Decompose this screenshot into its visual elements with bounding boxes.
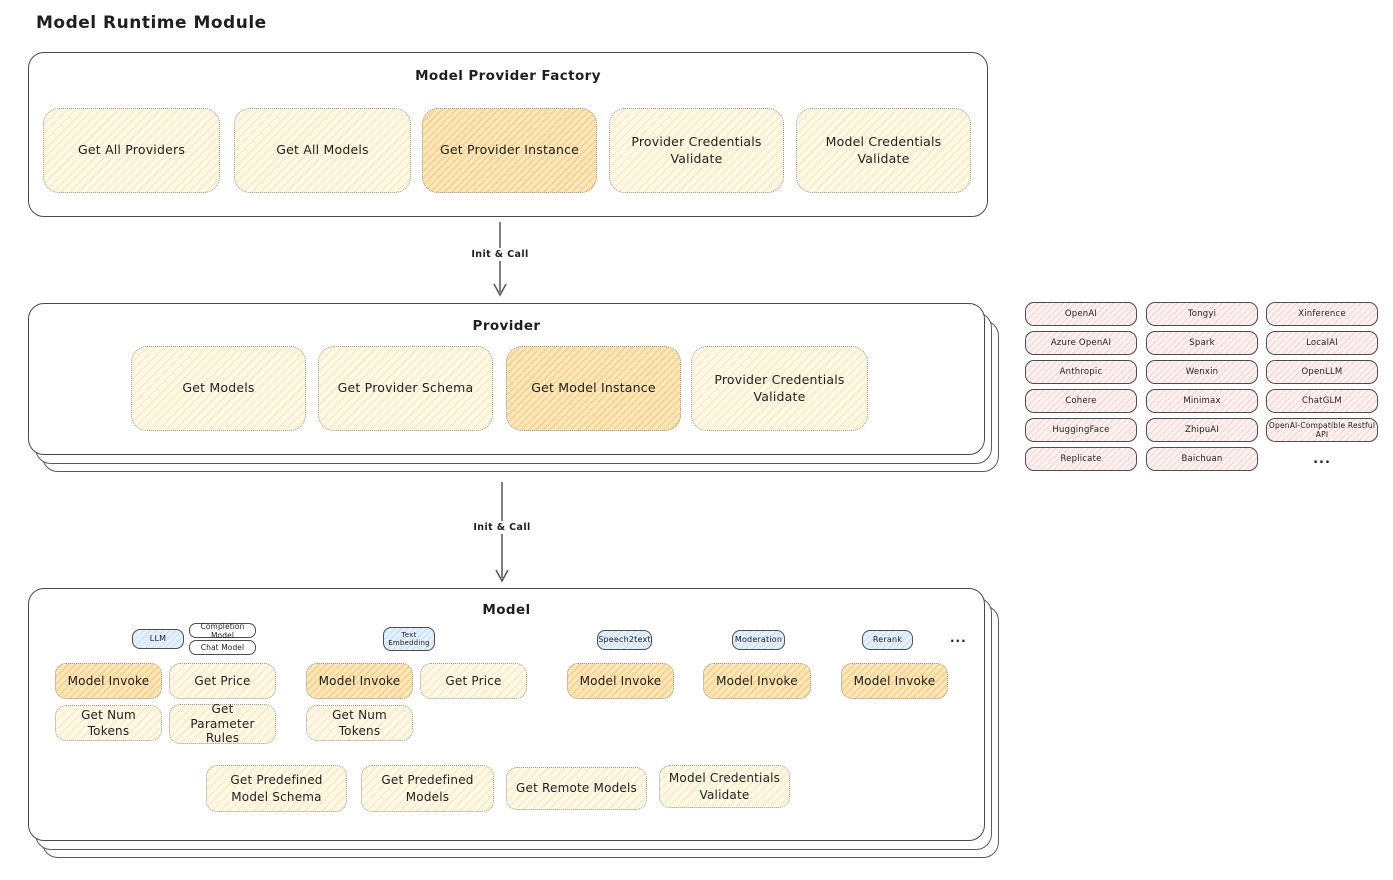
init-call-arrow-2: Init & Call [468,482,536,584]
provider-chip-xinference[interactable]: Xinference [1266,302,1378,326]
get-predefined-models-button[interactable]: Get Predefined Models [361,765,494,812]
provider-chip-anthropic[interactable]: Anthropic [1025,360,1137,384]
provider-box: Provider Get Models Get Provider Schema … [28,303,999,472]
provider-chip-zhipuai[interactable]: ZhipuAI [1146,418,1258,442]
tab-completion-model[interactable]: Completion Model [189,622,256,640]
get-predefined-model-schema-button[interactable]: Get Predefined Model Schema [206,765,347,812]
text-embedding-get-price-button[interactable]: Get Price [420,663,527,699]
llm-get-num-tokens-button[interactable]: Get Num Tokens [55,705,162,741]
provider-chip-localai[interactable]: LocalAI [1266,331,1378,355]
tab-rerank[interactable]: Rerank [862,630,913,650]
rerank-model-invoke-button[interactable]: Model Invoke [841,663,948,699]
provider-chip-cohere[interactable]: Cohere [1025,389,1137,413]
model-credentials-validate-button[interactable]: Model Credentials Validate [796,108,971,193]
get-provider-instance-button[interactable]: Get Provider Instance [422,108,597,193]
init-call-label-1: Init & Call [466,248,534,261]
llm-get-parameter-rules-button[interactable]: Get Parameter Rules [169,702,276,745]
provider-chip-tongyi[interactable]: Tongyi [1146,302,1258,326]
init-call-arrow-1: Init & Call [466,222,534,298]
get-models-button[interactable]: Get Models [131,346,306,431]
tab-chat-model[interactable]: Chat Model [189,640,256,655]
model-title: Model [482,602,531,618]
provider-chip-openllm[interactable]: OpenLLM [1266,360,1378,384]
get-provider-schema-button[interactable]: Get Provider Schema [318,346,493,431]
get-model-instance-button[interactable]: Get Model Instance [506,346,681,431]
tab-speech2text[interactable]: Speech2text [597,630,652,650]
moderation-model-invoke-button[interactable]: Model Invoke [703,663,811,699]
provider-chip-baichuan[interactable]: Baichuan [1146,447,1258,471]
llm-get-price-button[interactable]: Get Price [169,663,276,699]
provider-chip-wenxin[interactable]: Wenxin [1146,360,1258,384]
provider-chip-spark[interactable]: Spark [1146,331,1258,355]
text-embedding-get-num-tokens-button[interactable]: Get Num Tokens [306,705,413,741]
model-credentials-validate-button-2[interactable]: Model Credentials Validate [659,765,790,808]
provider-chip-openai[interactable]: OpenAI [1025,302,1137,326]
provider-chip-openai-compatible[interactable]: OpenAI-Compatible Restful API [1266,418,1378,442]
provider-chip-huggingface[interactable]: HuggingFace [1025,418,1137,442]
model-box: Model LLM Completion Model Chat Model Te… [28,588,999,858]
tabs-more-ellipsis: ... [950,631,967,645]
model-provider-factory-title: Model Provider Factory [415,68,601,84]
provider-title: Provider [472,318,541,334]
providers-more-ellipsis: ... [1313,451,1331,467]
tab-moderation[interactable]: Moderation [732,630,785,650]
provider-credentials-validate-button[interactable]: Provider Credentials Validate [609,108,784,193]
init-call-label-2: Init & Call [468,521,536,534]
llm-model-invoke-button[interactable]: Model Invoke [55,663,162,699]
tab-llm[interactable]: LLM [132,629,184,649]
provider-chip-minimax[interactable]: Minimax [1146,389,1258,413]
get-all-providers-button[interactable]: Get All Providers [43,108,220,193]
provider-chip-replicate[interactable]: Replicate [1025,447,1137,471]
text-embedding-model-invoke-button[interactable]: Model Invoke [306,663,413,699]
provider-chip-chatglm[interactable]: ChatGLM [1266,389,1378,413]
model-provider-factory-box: Model Provider Factory Get All Providers… [28,52,988,217]
get-all-models-button[interactable]: Get All Models [234,108,411,193]
page-title: Model Runtime Module [36,13,267,33]
provider-chip-azure-openai[interactable]: Azure OpenAI [1025,331,1137,355]
provider-credentials-validate-button-2[interactable]: Provider Credentials Validate [691,346,868,431]
get-remote-models-button[interactable]: Get Remote Models [506,767,647,810]
speech2text-model-invoke-button[interactable]: Model Invoke [567,663,674,699]
tab-text-embedding[interactable]: Text Embedding [383,627,435,651]
